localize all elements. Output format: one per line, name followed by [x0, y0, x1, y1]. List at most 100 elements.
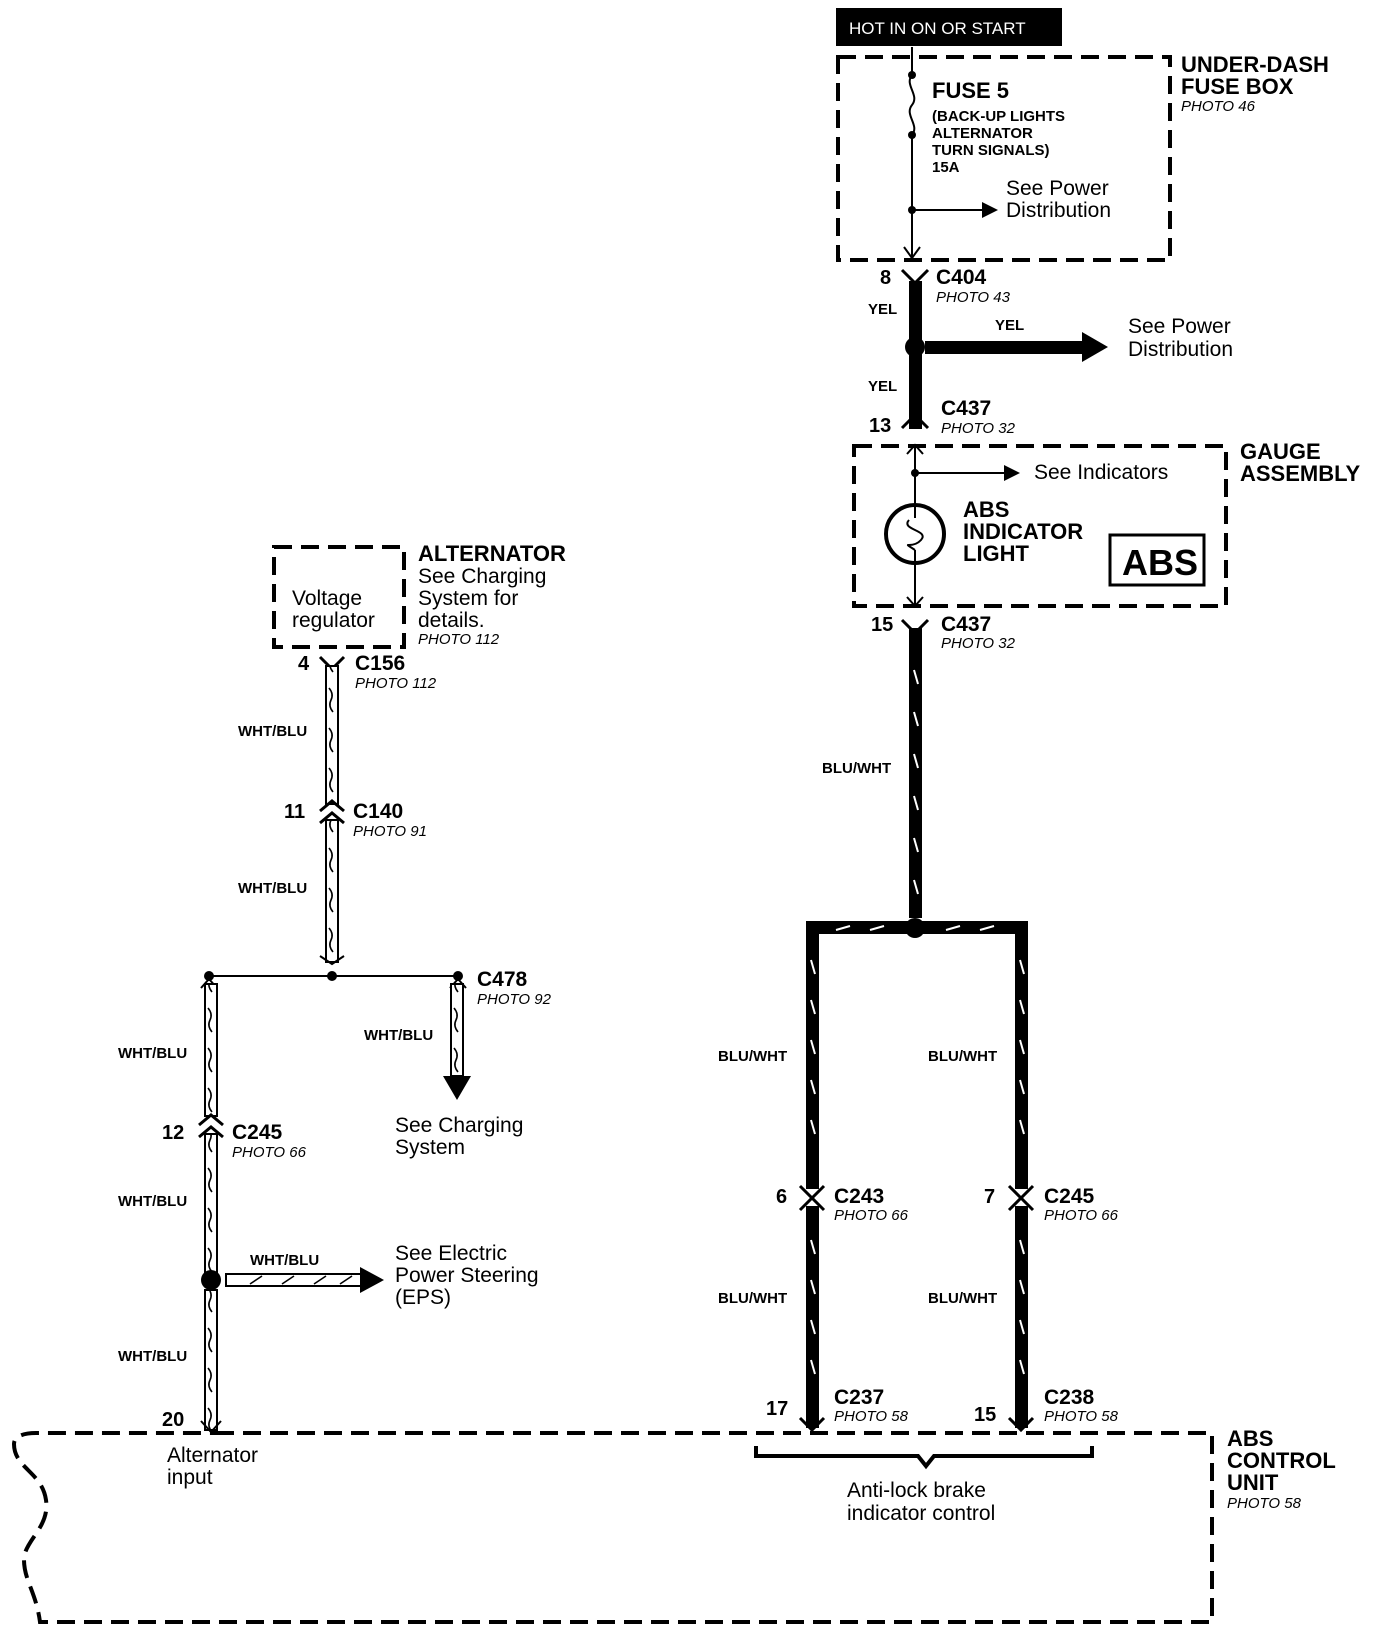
arrow-icon — [982, 202, 998, 218]
fuse-desc-2: ALTERNATOR — [932, 125, 1033, 142]
alternator-desc-2[interactable]: System for — [418, 587, 518, 610]
abs-light-label-1: ABS — [963, 497, 1009, 522]
abs-badge-box — [1108, 533, 1206, 587]
regulator-label-1: Voltage — [292, 587, 362, 610]
eps-see-1[interactable]: See Electric — [395, 1242, 507, 1265]
fuse-desc-3: TURN SIGNALS) — [932, 142, 1050, 159]
c238-name: C238 — [1044, 1386, 1095, 1409]
eps-arrow-icon — [360, 1267, 384, 1293]
alt-input-pin: 20 — [162, 1409, 184, 1431]
alt-input-label-1: Alternator — [167, 1444, 258, 1467]
alt-input-label-2: input — [167, 1466, 213, 1489]
blu-wht-left-branch — [806, 921, 819, 1189]
alternator-desc-1[interactable]: See Charging — [418, 565, 546, 588]
c437-top-name: C437 — [941, 397, 991, 420]
fuse-box-title-2: FUSE BOX — [1181, 74, 1294, 99]
yel-wire-lower — [909, 347, 922, 429]
c437-top-photo: PHOTO 32 — [941, 420, 1016, 437]
c437-top-connector — [900, 412, 930, 430]
blu-wht-left-lower — [806, 1206, 819, 1428]
wht-blu-wire-left-mid — [204, 1133, 218, 1275]
yel-wire-label-upper: YEL — [868, 301, 897, 318]
c437-bottom-name: C437 — [941, 613, 991, 636]
hot-label: HOT IN ON OR START — [849, 19, 1026, 38]
c245-right-name: C245 — [1044, 1185, 1095, 1208]
fuse-see-1[interactable]: See Power — [1006, 177, 1109, 200]
abs-light-label-3: LIGHT — [963, 541, 1030, 566]
wht-blu-wire-left-upper — [204, 983, 218, 1117]
c243-photo: PHOTO 66 — [834, 1207, 909, 1224]
c140-connector-upper — [319, 799, 345, 813]
c156-pin: 4 — [298, 653, 310, 675]
c140-photo: PHOTO 91 — [353, 823, 427, 840]
blu-wht-main-label: BLU/WHT — [822, 760, 891, 777]
c140-pin: 11 — [284, 801, 305, 823]
fuse-box-photo: PHOTO 46 — [1181, 98, 1256, 115]
fuse-name: FUSE 5 — [932, 78, 1009, 103]
blu-wht-right-upper-label: BLU/WHT — [928, 1048, 997, 1065]
charging-see-2[interactable]: System — [395, 1136, 465, 1159]
hot-label-box — [836, 8, 1062, 46]
wht-blu-left-lower-label: WHT/BLU — [118, 1348, 187, 1365]
c245-right-photo: PHOTO 66 — [1044, 1207, 1119, 1224]
c237-pin: 17 — [766, 1398, 788, 1420]
fuse-box-boundary — [836, 55, 1172, 262]
power-dist-arrow-icon — [1082, 332, 1108, 362]
power-dist-see-2[interactable]: Distribution — [1128, 338, 1233, 361]
gauge-title-2: ASSEMBLY — [1240, 461, 1361, 486]
alternator-desc-3[interactable]: details. — [418, 609, 485, 632]
blu-wht-left-upper-label: BLU/WHT — [718, 1048, 787, 1065]
alternator-boundary — [272, 545, 406, 649]
wht-blu-wire-alt-lower — [325, 819, 339, 963]
gauge-see-indicators[interactable]: See Indicators — [1034, 461, 1168, 484]
wht-blu-c478-label: WHT/BLU — [364, 1027, 433, 1044]
fuse-desc-1: (BACK-UP LIGHTS — [932, 108, 1065, 125]
eps-see-2[interactable]: Power Steering — [395, 1264, 539, 1287]
fuse-see-2[interactable]: Distribution — [1006, 199, 1111, 222]
abs-function-2: indicator control — [847, 1502, 995, 1525]
c243-connector-lower — [798, 1195, 826, 1212]
blu-wht-right-lower-label: BLU/WHT — [928, 1290, 997, 1307]
c245-left-name: C245 — [232, 1121, 283, 1144]
abs-unit-title-1: ABS — [1227, 1426, 1273, 1451]
charging-arrow-icon — [443, 1076, 471, 1100]
c237-photo: PHOTO 58 — [834, 1408, 909, 1425]
c404-pin: 8 — [880, 267, 891, 289]
abs-control-unit-boundary — [11, 1431, 1214, 1624]
c245-left-photo: PHOTO 66 — [232, 1144, 307, 1161]
c156-photo: PHOTO 112 — [355, 675, 437, 692]
c437-bottom-pin: 15 — [871, 614, 893, 636]
c437-top-pin: 13 — [869, 415, 891, 437]
c238-photo: PHOTO 58 — [1044, 1408, 1119, 1425]
charging-see-1[interactable]: See Charging — [395, 1114, 523, 1137]
blu-wht-right-branch — [1015, 921, 1028, 1189]
arrow-icon — [1004, 465, 1020, 481]
blu-wht-right-lower — [1015, 1206, 1028, 1428]
fuse-symbol — [908, 74, 916, 136]
gauge-title-1: GAUGE — [1240, 439, 1321, 464]
eps-see-3[interactable]: (EPS) — [395, 1286, 451, 1309]
blu-wht-left-lower-label: BLU/WHT — [718, 1290, 787, 1307]
eps-splice — [201, 1270, 221, 1290]
regulator-label-2: regulator — [292, 609, 375, 632]
c245-left-connector-lower — [198, 1125, 224, 1139]
c404-photo: PHOTO 43 — [936, 289, 1011, 306]
wht-blu-wire-left-lower — [204, 1289, 218, 1431]
c245-right-connector-lower — [1007, 1195, 1035, 1212]
abs-unit-title-3: UNIT — [1227, 1470, 1279, 1495]
c478-name: C478 — [477, 968, 528, 991]
alternator-photo: PHOTO 112 — [418, 631, 500, 648]
yel-wire-upper — [909, 281, 922, 347]
yel-branch-label: YEL — [995, 317, 1024, 334]
wht-blu-left-upper-label: WHT/BLU — [118, 1045, 187, 1062]
blu-wht-top-bar — [806, 921, 1028, 934]
alternator-title: ALTERNATOR — [418, 541, 566, 566]
wht-blu-left-mid-label: WHT/BLU — [118, 1193, 187, 1210]
abs-unit-photo: PHOTO 58 — [1227, 1495, 1302, 1512]
power-dist-see-1[interactable]: See Power — [1128, 315, 1231, 338]
c140-name: C140 — [353, 800, 403, 823]
c140-connector-lower — [319, 811, 345, 825]
c404-name: C404 — [936, 266, 987, 289]
wht-blu-wire-c478 — [450, 983, 464, 1077]
